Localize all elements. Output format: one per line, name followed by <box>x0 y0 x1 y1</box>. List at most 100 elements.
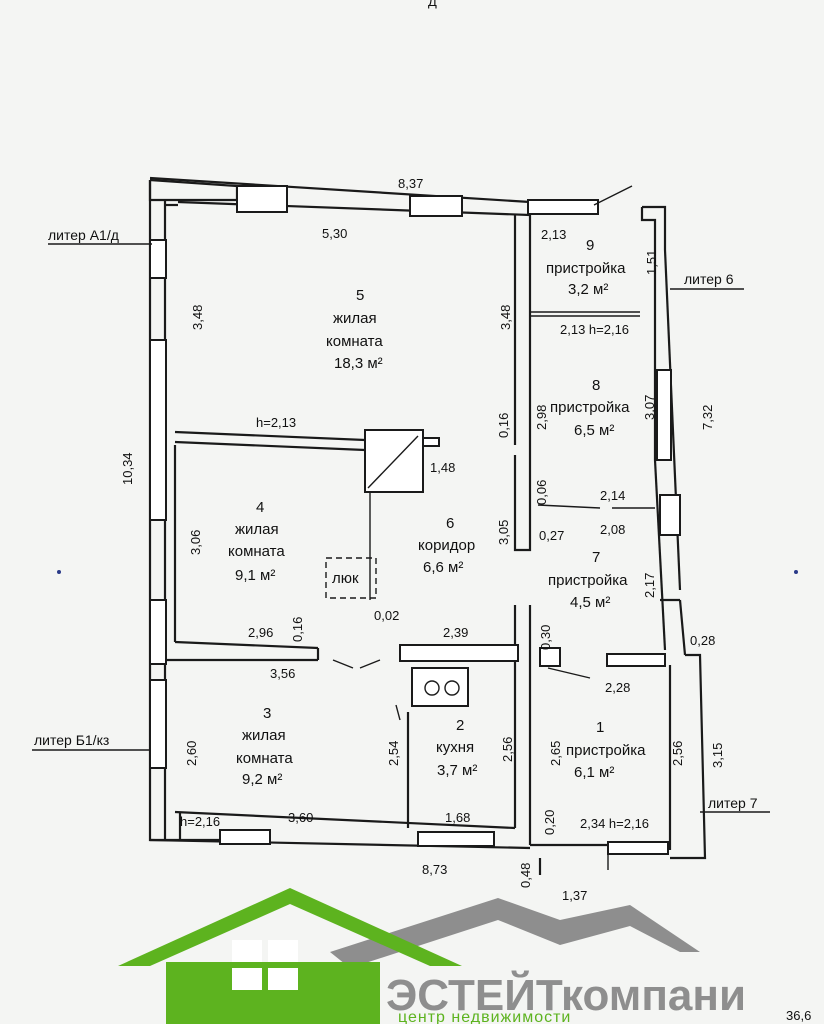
svg-text:4: 4 <box>256 499 264 516</box>
dot-marker <box>57 570 61 574</box>
svg-text:3,56: 3,56 <box>270 666 295 681</box>
svg-text:2,65: 2,65 <box>548 741 563 766</box>
svg-text:жилая: жилая <box>242 727 286 744</box>
svg-text:0,28: 0,28 <box>690 633 715 648</box>
hatch-label: люк <box>332 570 359 587</box>
svg-text:8,37: 8,37 <box>398 176 423 191</box>
room-1: 1 пристройка 6,1 м² <box>566 719 646 781</box>
svg-text:3,06: 3,06 <box>188 530 203 555</box>
svg-text:пристройка: пристройка <box>546 260 626 277</box>
room-9: 9 пристройка 3,2 м² <box>546 237 626 298</box>
dimension-labels-vertical: 10,34 7,32 3,48 3,48 1,51 2,98 3,07 0,16… <box>120 250 725 888</box>
room-2: 2 кухня 3,7 м² <box>436 717 477 779</box>
svg-text:2,13: 2,13 <box>541 227 566 242</box>
svg-text:10,34: 10,34 <box>120 452 135 485</box>
svg-text:h=2,16: h=2,16 <box>180 814 220 829</box>
svg-text:2,98: 2,98 <box>534 405 549 430</box>
svg-text:1: 1 <box>596 719 604 736</box>
liter-7: литер 7 <box>708 795 758 811</box>
svg-text:пристройка: пристройка <box>550 399 630 416</box>
svg-text:коридор: коридор <box>418 537 475 554</box>
svg-text:2,56: 2,56 <box>670 741 685 766</box>
svg-text:комната: комната <box>228 543 285 560</box>
room-7: 7 пристройка 4,5 м² <box>548 549 628 611</box>
svg-text:2,96: 2,96 <box>248 625 273 640</box>
svg-text:жилая: жилая <box>235 521 279 538</box>
logo-green-roof <box>118 888 462 966</box>
logo-brand: ЭСТЕЙТкомпани <box>386 969 746 1020</box>
svg-text:комната: комната <box>236 750 293 767</box>
svg-text:7: 7 <box>592 549 600 566</box>
svg-text:3,15: 3,15 <box>710 743 725 768</box>
svg-text:жилая: жилая <box>333 310 377 327</box>
hatch-outline <box>325 557 377 599</box>
svg-text:пристройка: пристройка <box>548 572 628 589</box>
liter-labels: литер А1/д литер 6 литер Б1/кз литер 7 <box>32 227 770 813</box>
svg-text:18,3 м²: 18,3 м² <box>334 355 383 372</box>
room-4: 4 жилая комната 9,1 м² <box>228 499 285 584</box>
svg-text:3,07: 3,07 <box>642 395 657 420</box>
svg-text:0,30: 0,30 <box>538 625 553 650</box>
svg-text:6,1 м²: 6,1 м² <box>574 764 614 781</box>
svg-text:3,05: 3,05 <box>496 520 511 545</box>
room-3: 3 жилая комната 9,2 м² <box>236 705 293 788</box>
liter-b1: литер Б1/кз <box>34 732 109 748</box>
svg-text:9,2 м²: 9,2 м² <box>242 771 282 788</box>
svg-text:0,27: 0,27 <box>539 528 564 543</box>
svg-text:3,48: 3,48 <box>190 305 205 330</box>
svg-text:5,30: 5,30 <box>322 226 347 241</box>
logo-tagline: центр недвижимости <box>398 1009 571 1024</box>
room-8: 8 пристройка 6,5 м² <box>550 377 630 439</box>
logo-window-icon <box>232 940 298 990</box>
svg-text:2: 2 <box>456 717 464 734</box>
liter-a1: литер А1/д <box>48 227 119 243</box>
svg-text:6,6 м²: 6,6 м² <box>423 559 463 576</box>
svg-text:h=2,13: h=2,13 <box>256 415 296 430</box>
svg-text:1,37: 1,37 <box>562 888 587 903</box>
svg-text:4,5 м²: 4,5 м² <box>570 594 610 611</box>
walls <box>148 176 707 875</box>
svg-text:2,13 h=2,16: 2,13 h=2,16 <box>560 322 629 337</box>
company-logo: ЭСТЕЙТкомпани центр недвижимости <box>118 888 746 1024</box>
svg-text:0,16: 0,16 <box>290 617 305 642</box>
svg-text:0,02: 0,02 <box>374 608 399 623</box>
dimension-labels: 8,37 5,30 h=2,13 1,48 2,13 2,13 h=2,16 2… <box>180 176 811 1023</box>
svg-text:5: 5 <box>356 287 364 304</box>
svg-text:1,51: 1,51 <box>644 250 659 275</box>
room-6: 6 коридор 6,6 м² <box>418 515 475 576</box>
svg-text:2,28: 2,28 <box>605 680 630 695</box>
svg-text:0,20: 0,20 <box>542 810 557 835</box>
liter-6: литер 6 <box>684 271 734 287</box>
svg-text:0,06: 0,06 <box>534 480 549 505</box>
svg-text:8,73: 8,73 <box>422 862 447 877</box>
svg-text:9: 9 <box>586 237 594 254</box>
svg-text:2,34 h=2,16: 2,34 h=2,16 <box>580 816 649 831</box>
svg-text:3,60: 3,60 <box>288 810 313 825</box>
svg-text:8: 8 <box>592 377 600 394</box>
header-fragment: Д <box>428 0 437 9</box>
svg-text:3,7 м²: 3,7 м² <box>437 762 477 779</box>
svg-text:пристройка: пристройка <box>566 742 646 759</box>
svg-text:6,5 м²: 6,5 м² <box>574 422 614 439</box>
svg-text:1,68: 1,68 <box>445 810 470 825</box>
svg-text:2,08: 2,08 <box>600 522 625 537</box>
svg-text:2,60: 2,60 <box>184 741 199 766</box>
svg-text:6: 6 <box>446 515 454 532</box>
svg-text:2,14: 2,14 <box>600 488 625 503</box>
logo-grey-roof <box>330 898 700 968</box>
svg-text:36,6: 36,6 <box>786 1008 811 1023</box>
svg-text:7,32: 7,32 <box>700 405 715 430</box>
svg-text:2,39: 2,39 <box>443 625 468 640</box>
svg-text:кухня: кухня <box>436 739 474 756</box>
svg-text:3: 3 <box>263 705 271 722</box>
svg-text:0,16: 0,16 <box>496 413 511 438</box>
svg-text:2,56: 2,56 <box>500 737 515 762</box>
svg-text:2,17: 2,17 <box>642 573 657 598</box>
svg-text:комната: комната <box>326 333 383 350</box>
svg-text:3,48: 3,48 <box>498 305 513 330</box>
svg-text:3,2 м²: 3,2 м² <box>568 281 608 298</box>
room-5: 5 жилая комната 18,3 м² <box>326 287 383 372</box>
svg-text:9,1 м²: 9,1 м² <box>235 567 275 584</box>
svg-text:1,48: 1,48 <box>430 460 455 475</box>
